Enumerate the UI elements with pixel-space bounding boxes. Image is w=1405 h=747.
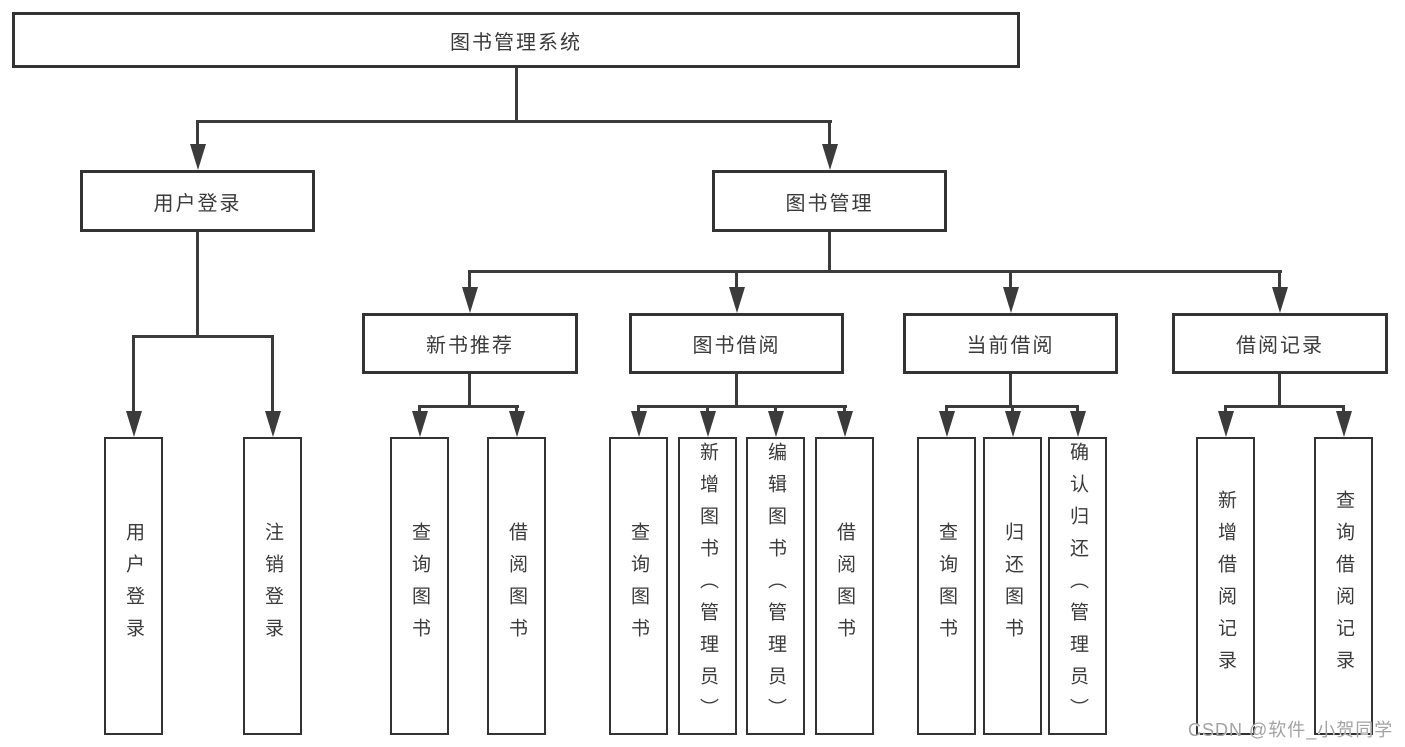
connector-line <box>132 335 274 338</box>
leaf-add-books-admin: 新增图书（管理员） <box>678 437 737 735</box>
node-label: 编辑图书（管理员） <box>765 442 786 730</box>
connector-line <box>735 374 738 407</box>
node-label: 确认归还（管理员） <box>1067 442 1088 730</box>
leaf-borrow-books: 借阅图书 <box>815 437 874 735</box>
arrowhead-down-icon <box>265 411 281 437</box>
node-new-book-recommend: 新书推荐 <box>362 313 578 374</box>
node-label: 图书借阅 <box>692 335 781 357</box>
connector-line <box>196 232 199 336</box>
connector-line <box>843 405 846 415</box>
connector-line <box>1224 405 1227 415</box>
arrowhead-down-icon <box>412 411 428 437</box>
connector-line <box>515 405 518 415</box>
node-label: 当前借阅 <box>966 335 1055 357</box>
connector-line <box>637 405 640 415</box>
node-label: 借阅图书 <box>834 522 855 650</box>
arrowhead-down-icon <box>1336 411 1352 437</box>
connector-line <box>1224 405 1345 408</box>
node-label: 注销登录 <box>262 522 283 650</box>
connector-line <box>515 68 518 122</box>
arrowhead-down-icon <box>1218 411 1234 437</box>
connector-line <box>774 405 777 415</box>
node-label: 图书管理系统 <box>450 31 582 54</box>
leaf-query-borrow-record: 查询借阅记录 <box>1314 437 1373 735</box>
node-label: 查询借阅记录 <box>1333 490 1354 682</box>
node-label: 查询图书 <box>409 522 430 650</box>
connector-line <box>706 405 709 415</box>
arrowhead-down-icon <box>1070 411 1086 437</box>
node-label: 查询图书 <box>628 522 649 650</box>
connector-line <box>1076 405 1079 415</box>
arrowhead-down-icon <box>822 144 838 170</box>
arrowhead-down-icon <box>1005 411 1021 437</box>
connector-line <box>132 335 135 415</box>
connector-line <box>196 120 832 123</box>
node-label: 新增图书（管理员） <box>697 442 718 730</box>
node-label: 借阅记录 <box>1236 335 1324 357</box>
node-label: 归还图书 <box>1002 522 1023 650</box>
connector-line <box>468 374 471 407</box>
arrowhead-down-icon <box>190 144 206 170</box>
node-label: 新增借阅记录 <box>1215 490 1236 682</box>
leaf-query-books-current: 查询图书 <box>917 437 976 735</box>
connector-line <box>418 405 421 415</box>
node-label: 图书管理 <box>785 192 874 215</box>
leaf-edit-books-admin: 编辑图书（管理员） <box>746 437 805 735</box>
node-label: 新书推荐 <box>426 335 514 357</box>
leaf-query-books-recommend: 查询图书 <box>390 437 449 735</box>
node-borrowing-records: 借阅记录 <box>1172 313 1388 374</box>
leaf-borrow-books-recommend: 借阅图书 <box>487 437 546 735</box>
connector-line <box>945 405 948 415</box>
connector-line <box>1009 270 1012 292</box>
arrowhead-down-icon <box>1272 287 1288 313</box>
connector-line <box>1011 405 1014 415</box>
arrowhead-down-icon <box>462 287 478 313</box>
node-book-borrowing: 图书借阅 <box>629 313 844 374</box>
node-label: 查询图书 <box>936 522 957 650</box>
node-label: 用户登录 <box>153 192 242 215</box>
node-label: 借阅图书 <box>506 522 527 650</box>
leaf-query-books-borrow: 查询图书 <box>609 437 668 735</box>
leaf-return-books: 归还图书 <box>983 437 1042 735</box>
arrowhead-down-icon <box>837 411 853 437</box>
node-book-management: 图书管理 <box>712 170 947 232</box>
node-library-system: 图书管理系统 <box>12 12 1020 68</box>
connector-line <box>468 270 471 292</box>
arrowhead-down-icon <box>126 411 142 437</box>
connector-line <box>1342 405 1345 415</box>
connector-line <box>468 270 1282 273</box>
node-user-login: 用户登录 <box>80 170 315 232</box>
connector-line <box>828 232 831 272</box>
leaf-logout: 注销登录 <box>243 437 302 735</box>
arrowhead-down-icon <box>1003 287 1019 313</box>
arrowhead-down-icon <box>729 287 745 313</box>
arrowhead-down-icon <box>509 411 525 437</box>
arrowhead-down-icon <box>631 411 647 437</box>
connector-line <box>637 405 847 408</box>
leaf-user-login: 用户登录 <box>104 437 163 735</box>
leaf-confirm-return-admin: 确认归还（管理员） <box>1048 437 1107 735</box>
connector-line <box>735 270 738 292</box>
connector-line <box>418 405 519 408</box>
arrowhead-down-icon <box>700 411 716 437</box>
connector-line <box>1278 374 1281 407</box>
connector-line <box>196 120 199 150</box>
connector-line <box>271 335 274 415</box>
leaf-add-borrow-record: 新增借阅记录 <box>1196 437 1255 735</box>
arrowhead-down-icon <box>939 411 955 437</box>
connector-line <box>828 120 831 150</box>
arrowhead-down-icon <box>768 411 784 437</box>
node-label: 用户登录 <box>123 522 144 650</box>
csdn-watermark: CSDN @软件_小贺同学 <box>1188 720 1394 740</box>
connector-line <box>1278 270 1281 292</box>
node-current-borrowing: 当前借阅 <box>903 313 1118 374</box>
connector-line <box>1009 374 1012 407</box>
